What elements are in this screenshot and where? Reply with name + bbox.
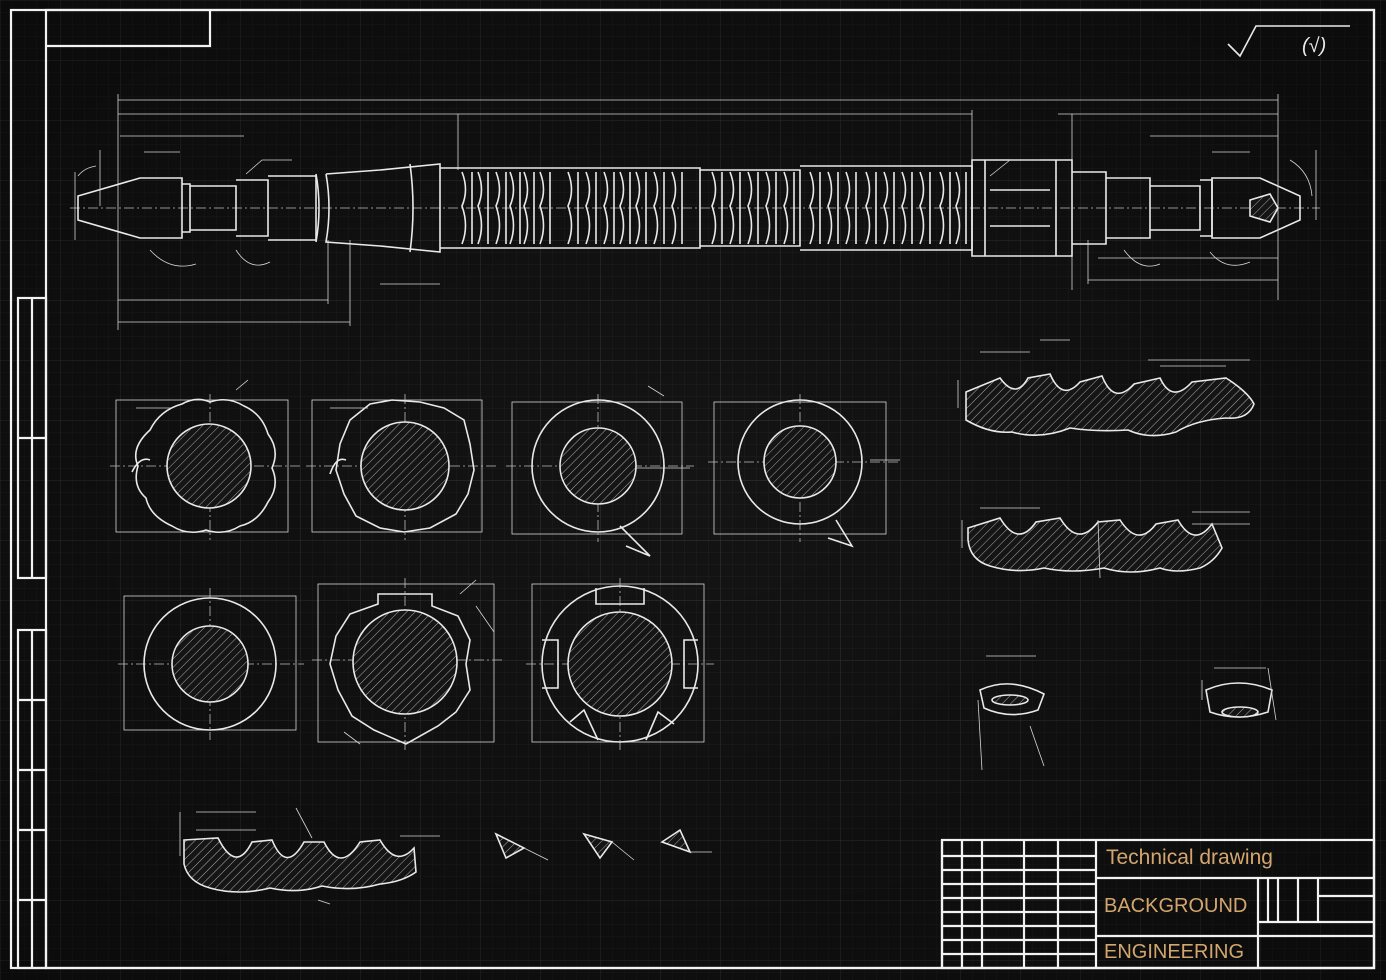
section-view-3 [506, 385, 694, 557]
subtitle-engineering: ENGINEERING [1104, 941, 1244, 963]
shaft-tooth [729, 171, 741, 245]
title-text: Technical drawing [1106, 846, 1273, 869]
section-view-5 [118, 588, 304, 740]
shaft-tooth [603, 171, 615, 245]
small-detail-2 [1201, 667, 1277, 721]
shaft-tooth [883, 171, 895, 245]
roughness-label: (√) [1302, 35, 1326, 57]
shaft-tooth [919, 171, 931, 245]
shaft-tooth [567, 171, 579, 245]
shaft-tooth [939, 171, 951, 245]
shaft-tooth [495, 171, 507, 245]
shaft-tooth [653, 171, 665, 245]
tooth-profile-3 [179, 807, 440, 905]
tooth-profile-2 [961, 507, 1250, 579]
shaft-tooth [461, 171, 473, 245]
section-view-4 [708, 394, 900, 548]
shaft-tooth [747, 171, 759, 245]
subtitle-background: BACKGROUND [1104, 895, 1247, 917]
shaft-teeth [461, 171, 967, 245]
section-view-6 [312, 578, 504, 752]
wedge-details [494, 828, 712, 861]
shaft-tooth [783, 171, 795, 245]
shaft-tooth [765, 171, 777, 245]
shaft-tooth [539, 171, 551, 245]
shaft-tooth [865, 171, 877, 245]
shaft-tooth [635, 171, 647, 245]
section-view-1 [110, 379, 300, 540]
shaft-tooth [671, 171, 683, 245]
tooth-profile-1 [957, 339, 1255, 437]
shaft-tooth [901, 171, 913, 245]
drawing-frame [9, 8, 1376, 970]
section-view-2 [306, 394, 496, 540]
shaft-tooth [523, 171, 535, 245]
shaft-tooth [585, 171, 597, 245]
shaft-drawing [70, 94, 1320, 330]
shaft-tooth [845, 171, 857, 245]
shaft-tooth [619, 171, 631, 245]
small-detail-1 [977, 655, 1045, 771]
shaft-tooth [711, 171, 723, 245]
shaft-tooth [509, 171, 521, 245]
title-block: Technical drawing BACKGROUND ENGINEERING [940, 838, 1376, 970]
shaft-tooth [477, 171, 489, 245]
section-view-7 [526, 578, 714, 752]
shaft-tooth [809, 171, 821, 245]
roughness-symbol: (√) [1227, 25, 1350, 58]
shaft-tooth [827, 171, 839, 245]
shaft-tooth [955, 171, 967, 245]
